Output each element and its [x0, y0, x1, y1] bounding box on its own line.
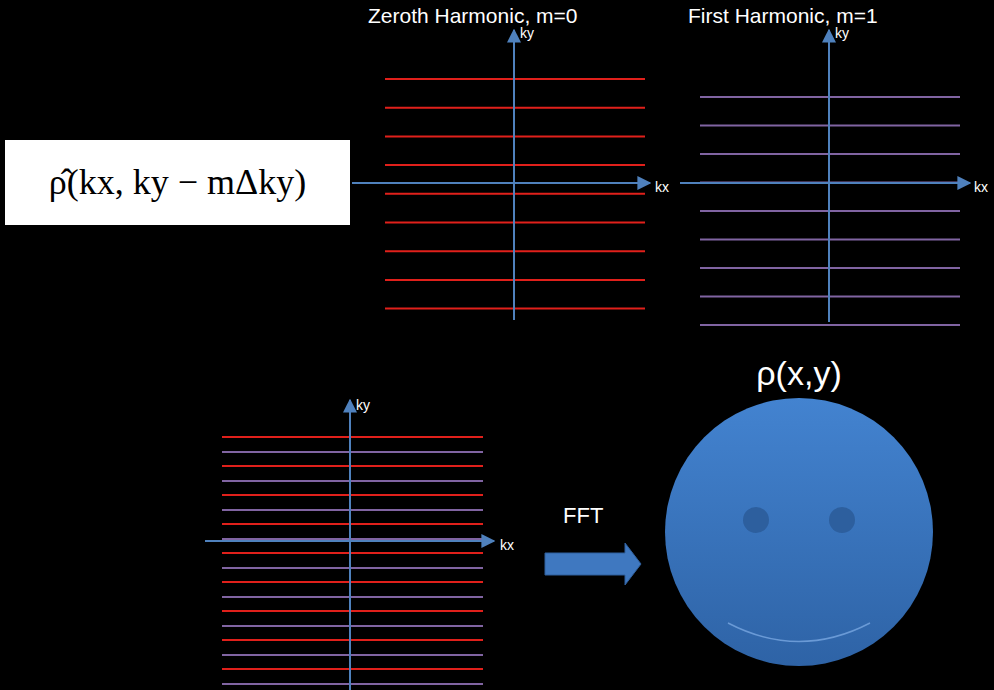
axis-label: kx — [655, 180, 669, 195]
eye — [743, 507, 769, 533]
harmonic-line — [222, 683, 483, 685]
axis-label: kx — [974, 180, 988, 195]
fft-arrow — [545, 543, 641, 585]
axis — [513, 30, 515, 320]
axis — [828, 30, 830, 322]
eye — [829, 507, 855, 533]
axis — [680, 182, 970, 184]
face — [665, 398, 933, 666]
axis — [205, 540, 494, 542]
smiley-face: ρ(x,y) — [664, 355, 934, 669]
plot-title: First Harmonic, m=1 — [688, 4, 878, 27]
axis-label: ky — [835, 26, 849, 41]
arrow-label: FFT — [563, 504, 603, 528]
harmonic-line — [222, 668, 483, 670]
face-outline — [664, 355, 934, 669]
harmonic-line — [222, 494, 483, 496]
harmonic-line — [222, 567, 483, 569]
harmonic-line — [222, 523, 483, 525]
harmonic-line — [222, 436, 483, 438]
formula: ρ̂(kx, ky − mΔky) — [5, 163, 350, 203]
harmonic-line — [222, 625, 483, 627]
harmonic-line — [222, 610, 483, 612]
image-label: ρ(x,y) — [664, 355, 934, 392]
harmonic-line — [222, 552, 483, 554]
harmonic-line — [222, 639, 483, 641]
axis-label: ky — [356, 398, 370, 413]
axis — [352, 182, 650, 184]
axis — [349, 400, 351, 690]
harmonic-line — [222, 538, 483, 540]
axis-label: ky — [520, 26, 534, 41]
harmonic-line — [222, 581, 483, 583]
harmonic-line — [222, 654, 483, 656]
harmonic-line — [222, 480, 483, 482]
axis-label: kx — [500, 538, 514, 553]
smile — [728, 623, 870, 642]
harmonic-line — [222, 451, 483, 453]
formula-box: ρ̂(kx, ky − mΔky) — [5, 140, 350, 225]
plot-title: Zeroth Harmonic, m=0 — [368, 4, 578, 27]
harmonic-line — [222, 465, 483, 467]
harmonic-line — [700, 324, 960, 326]
harmonic-line — [222, 596, 483, 598]
harmonic-line — [222, 509, 483, 511]
